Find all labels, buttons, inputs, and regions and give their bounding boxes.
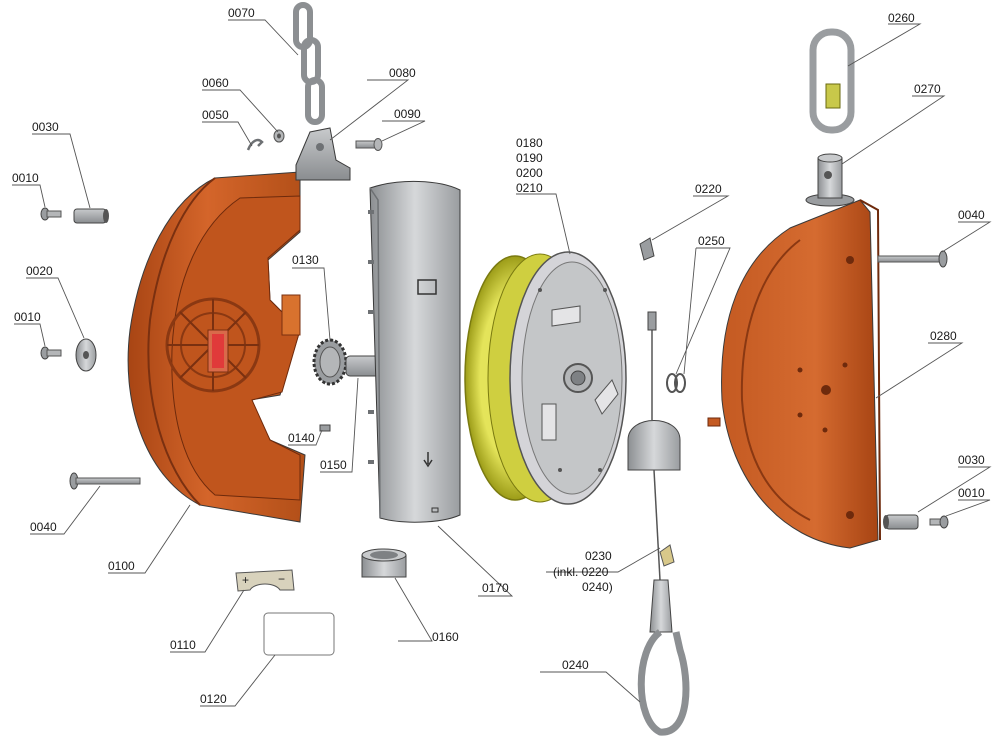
blank-label-part-0120 [263, 612, 335, 656]
label-0040-right: 0040 [958, 208, 985, 222]
label-0150: 0150 [320, 458, 347, 472]
carabiner-part-0260 [809, 28, 855, 134]
screw-part-0010-mid [40, 346, 62, 360]
label-0120: 0120 [200, 692, 227, 706]
label-0080: 0080 [389, 66, 416, 80]
label-0010-mid: 0010 [14, 310, 41, 324]
spring-drum-part-0180 [464, 251, 627, 505]
svg-text:+: + [242, 573, 249, 587]
gear-part-0130 [312, 338, 348, 386]
washer-part-0060 [273, 129, 285, 143]
key-part-0140 [319, 424, 331, 432]
label-0130: 0130 [292, 253, 319, 267]
label-0090: 0090 [394, 107, 421, 121]
label-0230-note1: (inkl. 0220 [553, 565, 609, 579]
label-0020: 0020 [26, 264, 53, 278]
long-bolt-part-0040-left [69, 472, 141, 490]
sleeve-part-0030-left [73, 208, 109, 224]
label-0210: 0210 [516, 181, 543, 195]
cable-assembly-part-0230 [627, 311, 681, 581]
label-0250: 0250 [698, 234, 725, 248]
bolt-part-0090 [355, 138, 383, 151]
right-housing-part-0280 [707, 199, 881, 549]
label-0230-note2: 0240) [582, 580, 613, 594]
screw-part-0010-right [929, 515, 949, 529]
chain-part-0070 [293, 2, 325, 125]
label-0110: 0110 [170, 638, 196, 652]
label-0170: 0170 [482, 581, 509, 595]
label-0030-left: 0030 [32, 120, 59, 134]
svg-text:−: − [278, 572, 285, 586]
label-0230: 0230 [585, 549, 612, 563]
part-number-labels: 0070 0060 0050 0080 0090 0030 0010 0020 … [12, 6, 985, 706]
screw-part-0010-top [40, 207, 62, 221]
long-bolt-part-0040-right [877, 250, 948, 268]
label-0010-top: 0010 [12, 171, 39, 185]
snap-hook-part-0240 [637, 579, 690, 736]
cylinder-cover-part-0170 [368, 181, 461, 523]
polarity-plate-part-0110: + − [235, 569, 295, 592]
label-0220: 0220 [695, 182, 722, 196]
washer-part-0020 [75, 338, 97, 372]
label-0280: 0280 [930, 329, 957, 343]
label-0160: 0160 [432, 630, 459, 644]
mount-bracket-part-0080 [295, 127, 351, 181]
bumper-part-0160 [361, 548, 407, 578]
swivel-part-0270 [805, 153, 855, 207]
label-0270: 0270 [914, 82, 941, 96]
sleeve-part-0030-right [883, 514, 919, 530]
label-0010-right: 0010 [958, 486, 985, 500]
label-0100: 0100 [108, 559, 135, 573]
label-0180: 0180 [516, 136, 543, 150]
label-0140: 0140 [288, 431, 315, 445]
rings-part-0250 [666, 373, 686, 393]
label-0240: 0240 [562, 658, 589, 672]
label-0030-right: 0030 [958, 453, 985, 467]
label-0260: 0260 [888, 11, 915, 25]
label-0200: 0200 [516, 166, 543, 180]
label-0060: 0060 [202, 76, 229, 90]
cable-stop-part-0220 [639, 237, 655, 261]
left-housing-part-0100 [127, 171, 306, 523]
label-0190: 0190 [516, 151, 543, 165]
label-0070: 0070 [228, 6, 255, 20]
label-0050: 0050 [202, 108, 229, 122]
label-0040-left: 0040 [30, 520, 57, 534]
leader-lines [12, 19, 992, 707]
pin-part-0050 [246, 138, 264, 151]
